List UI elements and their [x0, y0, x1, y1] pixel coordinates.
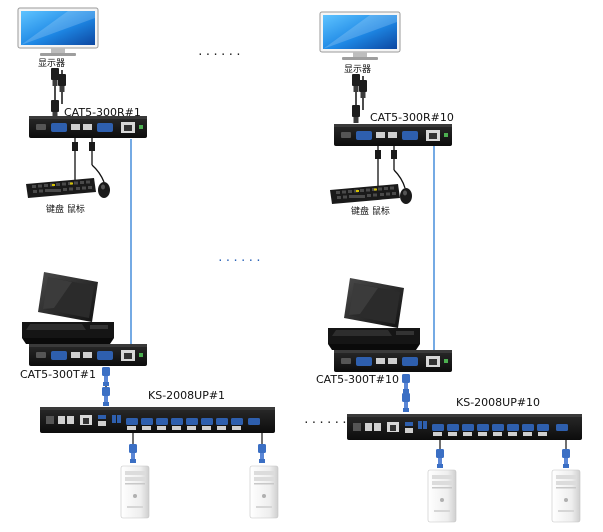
receiver-1-label: CAT5-300R#1	[64, 106, 141, 119]
vga-usb-adapter-icon	[129, 444, 137, 463]
transmitter-1	[29, 344, 147, 366]
vga-plug-icon	[51, 100, 59, 118]
monitor-1-label: 显示器	[38, 58, 65, 69]
vga-usb-adapter-icon	[402, 374, 410, 393]
monitor-icon	[17, 7, 99, 57]
keyboard-mouse-1-label: 键盘 鼠标	[46, 203, 85, 215]
lcd-console-1	[22, 272, 114, 344]
receiver-1	[29, 116, 147, 138]
vga-plug-icon	[352, 105, 360, 123]
switch-1-label: KS-2008UP#1	[148, 389, 225, 402]
lcd-console-10	[328, 278, 420, 350]
usb-plug-icon	[58, 74, 66, 92]
peripheral-10-cables	[375, 146, 406, 189]
monitor-icon	[319, 11, 401, 61]
switch-1-ports	[112, 415, 260, 430]
vga-usb-adapter-icon	[102, 387, 110, 406]
monitor-10-label: 显示器	[344, 64, 371, 75]
computer-1b	[249, 433, 279, 519]
vga-usb-adapter-icon	[258, 444, 266, 463]
switch-10-label: KS-2008UP#10	[456, 396, 540, 409]
vga-usb-adapter-icon	[402, 393, 410, 412]
vga-usb-adapter-icon	[436, 449, 444, 468]
transmitter-10-link	[402, 374, 410, 412]
vga-usb-adapter-icon	[102, 367, 110, 386]
transmitter-1-link	[102, 367, 110, 406]
usb-plug-icon	[359, 80, 367, 98]
ellipsis-bottom: ......	[303, 413, 349, 426]
ellipsis-middle: ......	[217, 251, 263, 264]
tower-pc-icon	[427, 469, 457, 523]
mouse-1	[98, 182, 110, 198]
tower-pc-icon	[120, 465, 150, 519]
ellipsis-top: ......	[197, 45, 243, 58]
tower-pc-icon	[551, 469, 581, 523]
keyboard-10	[330, 184, 400, 204]
monitor-1-cable	[51, 68, 66, 118]
computer-10a	[427, 440, 457, 523]
transmitter-10	[334, 350, 452, 372]
mouse-10	[400, 188, 412, 204]
keyboard-mouse-10-label: 键盘 鼠标	[351, 205, 390, 217]
vga-plug-icon	[352, 74, 360, 92]
keyboard-1	[26, 178, 96, 198]
vga-plug-icon	[51, 68, 59, 86]
peripheral-1-cables	[72, 138, 105, 183]
receiver-10	[334, 124, 452, 146]
computer-1a	[120, 433, 150, 519]
monitor-1	[17, 7, 99, 57]
computer-10b	[551, 440, 581, 523]
tower-pc-icon	[249, 465, 279, 519]
monitor-10-cable	[352, 74, 367, 123]
transmitter-10-label: CAT5-300T#10	[316, 373, 399, 386]
vga-usb-adapter-icon	[562, 449, 570, 468]
transmitter-1-label: CAT5-300T#1	[20, 368, 96, 381]
receiver-10-label: CAT5-300R#10	[370, 111, 454, 124]
monitor-10	[319, 11, 401, 61]
switch-10-ports	[418, 421, 568, 436]
